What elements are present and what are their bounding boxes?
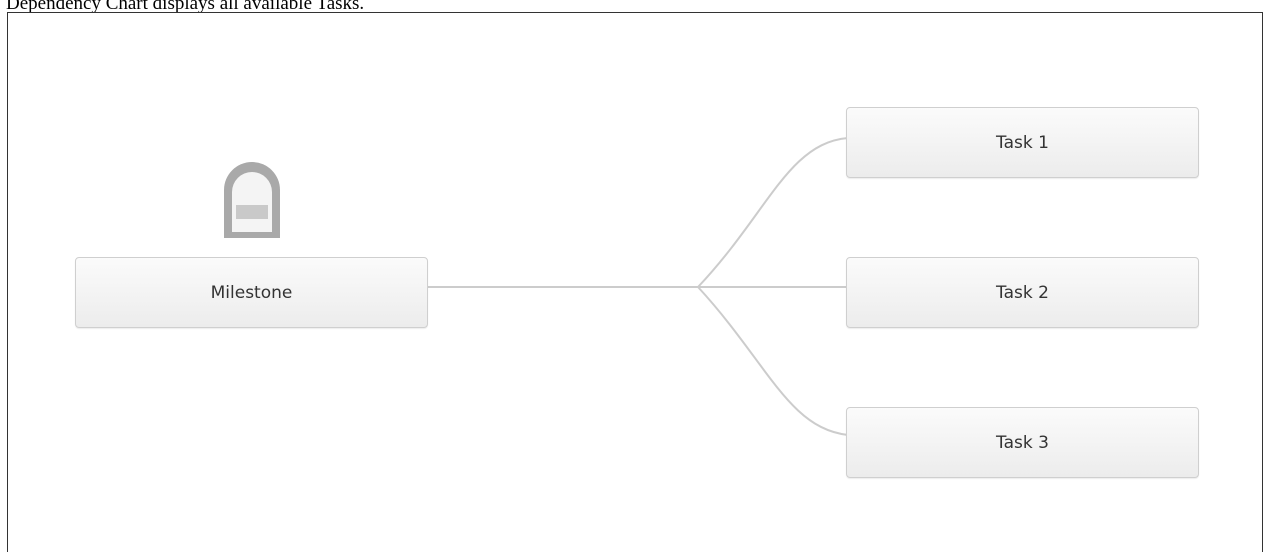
task-2-label: Task 2 bbox=[996, 282, 1049, 303]
task-3-node[interactable]: Task 3 bbox=[846, 407, 1199, 478]
task-1-label: Task 1 bbox=[996, 132, 1049, 153]
task-1-node[interactable]: Task 1 bbox=[846, 107, 1199, 178]
lock-icon bbox=[220, 160, 284, 245]
milestone-node[interactable]: Milestone bbox=[75, 257, 428, 328]
task-2-node[interactable]: Task 2 bbox=[846, 257, 1199, 328]
connector-task-3 bbox=[697, 286, 849, 436]
page-caption: Dependency Chart displays all available … bbox=[6, 0, 365, 14]
dependency-chart-canvas: Milestone Task 1 Task 2 Task 3 bbox=[7, 12, 1263, 552]
connector-lines bbox=[428, 137, 849, 436]
task-3-label: Task 3 bbox=[996, 432, 1049, 453]
connector-task-1 bbox=[697, 137, 849, 288]
milestone-label: Milestone bbox=[210, 282, 293, 303]
